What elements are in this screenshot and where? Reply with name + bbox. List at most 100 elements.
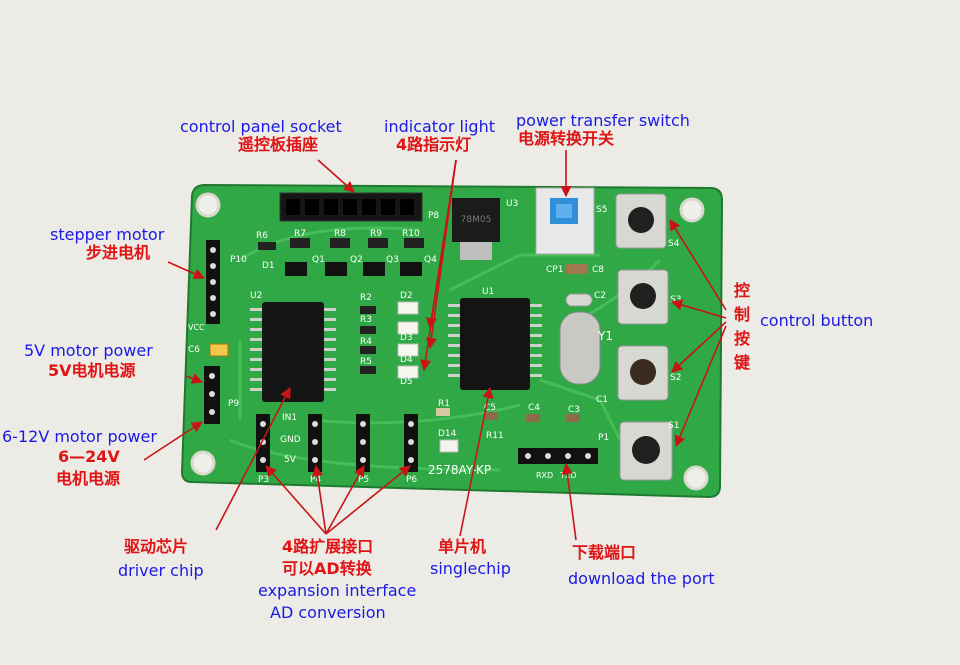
annotation-arrows [143, 150, 727, 541]
silk-gnd: GND [280, 435, 301, 445]
mounting-hole [683, 465, 709, 491]
label-control-key-3: 按 [734, 329, 751, 348]
label-5v-rest: 电机电源 [71, 361, 136, 380]
silk-d5: D5 [400, 377, 413, 387]
label-expansion-zh-1: 4路扩展接口 [282, 537, 374, 556]
label-control-key-2: 制 [734, 305, 751, 324]
transistor-row [258, 238, 424, 276]
label-stepper-motor-en: stepper motor [50, 225, 165, 244]
silk-s2: S2 [670, 373, 681, 383]
silk-r4: R4 [360, 337, 372, 347]
label-power-switch-zh: 电源转换开关 [518, 129, 615, 148]
silk-d1: D1 [262, 261, 275, 271]
label-download-zh: 下载端口 [572, 543, 637, 562]
silk-p4: P4 [310, 475, 321, 485]
silk-d3: D3 [400, 333, 413, 343]
capacitor-c6 [209, 343, 229, 357]
silk-r2: R2 [360, 293, 372, 303]
silk-c4: C4 [528, 403, 540, 413]
silk-q3: Q3 [386, 255, 399, 265]
silk-q2: Q2 [350, 255, 363, 265]
silk-p1: P1 [598, 433, 609, 443]
label-control-key-4: 键 [734, 353, 751, 372]
control-buttons [615, 193, 673, 481]
label-6-24v-zh-2: 电机电源 [56, 469, 121, 488]
label-expansion-en-1: expansion interface [258, 581, 417, 600]
silk-c5: C5 [484, 403, 496, 413]
label-indicator-light-en: indicator light [384, 117, 495, 136]
silk-y1: Y1 [597, 329, 613, 343]
smd-capacitors [436, 264, 588, 422]
silk-p10: P10 [230, 255, 247, 265]
silk-u2: U2 [250, 291, 262, 301]
label-5v-motor-power-zh: 5V电机电源 [48, 362, 136, 380]
control-panel-socket [279, 192, 423, 222]
label-driver-chip-zh: 驱动芯片 [124, 537, 189, 556]
label-5v-bold: 5V [48, 361, 72, 380]
mounting-hole [195, 192, 221, 218]
silk-c8: C8 [592, 265, 604, 275]
silk-r1: R1 [438, 399, 450, 409]
silk-c1: C1 [596, 395, 608, 405]
label-expansion-en-2: AD conversion [270, 603, 386, 622]
silk-u3: U3 [506, 199, 518, 209]
stepper-motor-header [206, 240, 220, 324]
silk-s1: S1 [668, 421, 679, 431]
indicator-leds [360, 301, 419, 379]
label-control-panel-socket-zh: 遥控板插座 [238, 135, 319, 154]
silk-p9: P9 [228, 399, 239, 409]
silk-p3: P3 [258, 475, 269, 485]
voltage-regulator: 78M05 [452, 198, 500, 260]
silk-cp1: CP1 [546, 265, 563, 275]
silk-u1: U1 [482, 287, 494, 297]
singlechip-mcu [448, 298, 542, 390]
label-expansion-zh-2a: 可以 [282, 559, 315, 578]
label-control-button-en: control button [760, 311, 874, 330]
silk-board-id: 2578AY-KP [428, 463, 491, 477]
label-control-panel-socket-en: control panel socket [180, 117, 342, 136]
silk-c2: C2 [594, 291, 606, 301]
label-driver-chip-en: driver chip [118, 561, 204, 580]
svg-text:78M05: 78M05 [461, 215, 492, 225]
motor-power-jumper [204, 366, 220, 424]
label-control-key-1: 控 [734, 281, 751, 300]
silk-s5: S5 [596, 205, 607, 215]
silk-r8: R8 [334, 229, 346, 239]
label-indicator-light-zh: 4路指示灯 [396, 135, 472, 154]
silk-r9: R9 [370, 229, 382, 239]
silk-s4: S4 [668, 239, 680, 249]
silk-r6: R6 [256, 231, 268, 241]
silk-vcc: VCC [188, 323, 205, 332]
power-led [439, 439, 459, 453]
silk-c6: C6 [188, 345, 200, 355]
label-expansion-zh-2: 可以AD转换 [282, 560, 372, 578]
label-download-en: download the port [568, 569, 715, 588]
silk-r3: R3 [360, 315, 372, 325]
silk-p8: P8 [428, 211, 439, 221]
silk-r11: R11 [486, 431, 504, 441]
silkscreen: P8 P10 P9 P1 P3 P4 P5 P6 U1 U2 U3 Y1 S1 … [188, 199, 681, 485]
silk-d4: D4 [400, 355, 413, 365]
label-expansion-zh-2b: AD [314, 559, 340, 578]
power-switch [535, 187, 595, 255]
label-stepper-motor-zh: 步进电机 [86, 243, 151, 262]
silk-in1: IN1 [282, 413, 297, 423]
silk-p6: P6 [406, 475, 417, 485]
silk-q4: Q4 [424, 255, 437, 265]
silk-r10: R10 [402, 229, 420, 239]
silk-5v: 5V [284, 455, 297, 465]
silk-d14: D14 [438, 429, 457, 439]
label-6-12v-motor-power-en: 6-12V motor power [2, 427, 157, 446]
silk-d2: D2 [400, 291, 413, 301]
silk-r5: R5 [360, 357, 372, 367]
label-expansion-zh-2c: 转换 [339, 559, 372, 578]
driver-chip [250, 302, 336, 402]
silk-rxd: RXD [536, 471, 553, 480]
label-power-switch-en: power transfer switch [516, 111, 690, 130]
label-5v-motor-power-en: 5V motor power [24, 341, 153, 360]
crystal-y1 [559, 293, 601, 385]
mounting-hole [679, 197, 705, 223]
label-6-24v-zh-1: 6—24V [58, 447, 120, 466]
label-singlechip-zh: 单片机 [438, 537, 487, 556]
